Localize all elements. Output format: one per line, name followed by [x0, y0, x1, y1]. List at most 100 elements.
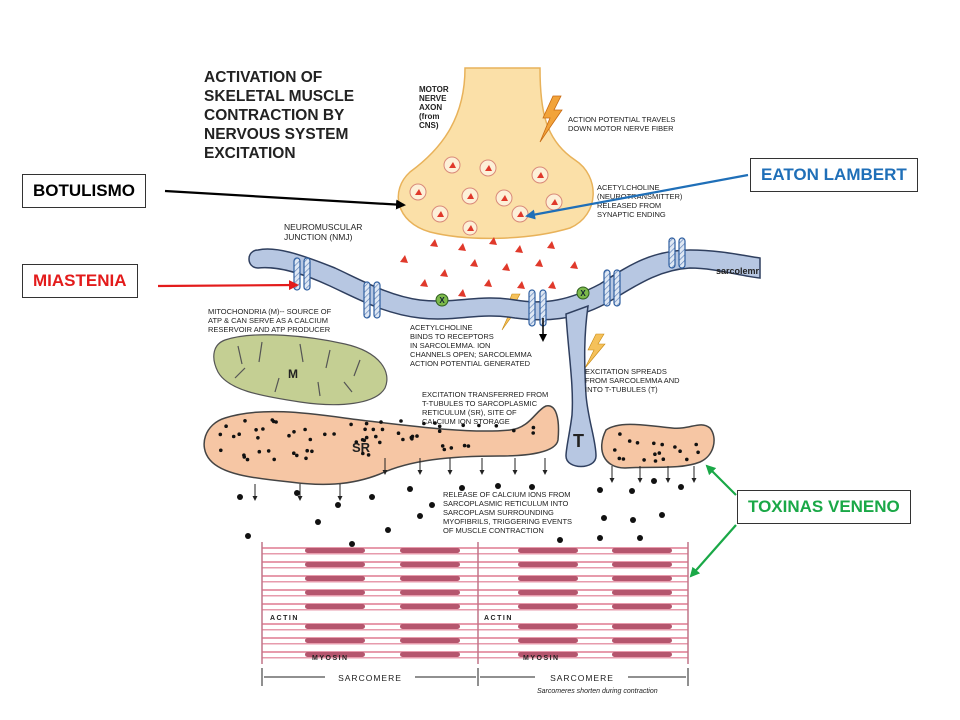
- calcium-ion: [597, 535, 603, 541]
- actin-filament: [262, 547, 688, 549]
- mitochondrion: [213, 334, 388, 406]
- calcium-ion: [369, 494, 375, 500]
- calcium-in-sr: [218, 418, 700, 463]
- eaton-lambert-callout: EATON LAMBERT: [750, 158, 918, 192]
- diagram-title: ACTIVATION OF SKELETAL MUSCLE CONTRACTIO…: [204, 69, 354, 162]
- sarcoplasmic-reticulum-right: [601, 423, 715, 469]
- myosin-filament: [612, 562, 672, 567]
- calcium-ion: [257, 449, 262, 454]
- myosin-filament: [400, 576, 460, 581]
- calcium-ion: [461, 423, 466, 428]
- svg-text:BINDS TO RECEPTORS: BINDS TO RECEPTORS: [410, 332, 494, 341]
- calcium-ion: [349, 541, 355, 547]
- calcium-ion: [304, 456, 308, 461]
- actin-filament: [262, 589, 688, 591]
- sarcomere-scale: [261, 668, 689, 686]
- calcium-ion: [630, 517, 636, 523]
- calcium-ion: [237, 432, 241, 437]
- calcium-ion: [272, 457, 277, 462]
- excitation-spreads-label: EXCITATION SPREADS FROM SARCOLEMMA AND I…: [585, 367, 680, 394]
- mitochondria-label: MITOCHONDRIA (M)-- SOURCE OF ATP & CAN S…: [208, 307, 332, 334]
- myosin-filament: [612, 548, 672, 553]
- myosin-filament: [612, 624, 672, 629]
- release-arrow: [252, 484, 258, 501]
- release-arrow: [609, 466, 615, 483]
- actin-filament: [262, 637, 688, 639]
- calcium-ion: [366, 453, 371, 457]
- calcium-ion: [449, 446, 454, 450]
- release-arrow: [542, 458, 548, 475]
- calcium-ion: [385, 527, 391, 533]
- calcium-ion: [256, 436, 260, 440]
- calcium-ion: [652, 441, 656, 446]
- calcium-ion: [642, 458, 646, 462]
- svg-text:MOTOR: MOTOR: [419, 85, 449, 94]
- svg-text:AXON: AXON: [419, 103, 442, 112]
- calcium-ion: [363, 427, 367, 432]
- calcium-ion: [440, 444, 445, 448]
- svg-text:EXCITATION TRANSFERRED FROM: EXCITATION TRANSFERRED FROM: [422, 390, 548, 399]
- calcium-ion: [512, 428, 516, 433]
- sarcolemma-label: sarcolemr: [716, 266, 760, 276]
- myosin-filament: [518, 624, 578, 629]
- calcium-ion: [245, 457, 250, 462]
- release-arrow: [665, 466, 671, 483]
- calcium-ion: [618, 432, 622, 436]
- calcium-ion: [303, 427, 307, 432]
- lightning-icon: [539, 95, 563, 143]
- actin-filament: [262, 553, 688, 555]
- calcium-ion: [310, 449, 314, 454]
- calcium-ion: [224, 424, 228, 429]
- calcium-ion: [459, 485, 465, 491]
- actin-filament: [262, 595, 688, 597]
- calcium-ion: [429, 502, 435, 508]
- calcium-ion: [678, 484, 684, 490]
- calcium-ion: [422, 421, 426, 426]
- miastenia-callout: MIASTENIA: [22, 264, 138, 298]
- calcium-ion: [292, 451, 296, 456]
- motor-nerve-label: MOTOR NERVE AXON (from CNS): [419, 85, 449, 130]
- release-arrow: [337, 484, 343, 501]
- calcium-ion: [401, 437, 405, 442]
- calcium-ion: [442, 447, 447, 452]
- myofibril: [261, 542, 689, 664]
- calcium-ion: [361, 451, 365, 456]
- sarcomere-note: Sarcomeres shorten during contraction: [537, 688, 658, 695]
- calcium-ion: [694, 442, 698, 447]
- release-arrow: [417, 458, 423, 475]
- actin-filament: [262, 651, 688, 653]
- release-arrow: [691, 466, 697, 483]
- toxinas-veneno-arrow: [689, 524, 737, 578]
- calcium-ion: [660, 442, 664, 447]
- svg-text:X: X: [439, 296, 445, 305]
- title-line: ACTIVATION OF: [204, 69, 322, 86]
- calcium-ion: [661, 457, 666, 462]
- myosin-filament: [305, 604, 365, 609]
- calcium-ion: [495, 483, 501, 489]
- calcium-ion: [360, 438, 365, 442]
- myosin-filament: [400, 590, 460, 595]
- actin-filament: [262, 609, 688, 611]
- calcium-ion: [261, 427, 265, 431]
- myosin-filament: [612, 576, 672, 581]
- svg-text:ACETYLCHOLINE: ACETYLCHOLINE: [410, 323, 473, 332]
- myosin-filament: [612, 652, 672, 657]
- nmj-label: NEUROMUSCULAR JUNCTION (NMJ): [284, 222, 362, 242]
- calcium-ion: [399, 419, 403, 423]
- svg-text:MYOFIBRILS, TRIGGERING EVENTS: MYOFIBRILS, TRIGGERING EVENTS: [443, 517, 572, 526]
- myosin-filament: [305, 638, 365, 643]
- action-potential-label: ACTION POTENTIAL TRAVELS DOWN MOTOR NERV…: [568, 115, 675, 133]
- t-tubule-letter: T: [573, 431, 584, 451]
- svg-text:SYNAPTIC ENDING: SYNAPTIC ENDING: [597, 210, 666, 219]
- myosin-filament: [518, 576, 578, 581]
- acetylcholine-release-label: ACETYLCHOLINE (NEUROTRANSMITTER) RELEASE…: [597, 183, 683, 219]
- svg-text:(NEUROTRANSMITTER): (NEUROTRANSMITTER): [597, 192, 683, 201]
- actin-filament: [262, 657, 688, 659]
- calcium-ion: [292, 430, 296, 434]
- calcium-ion: [685, 457, 689, 462]
- calcium-ion: [378, 440, 382, 445]
- svg-text:T-TUBULES TO SARCOPLASMIC: T-TUBULES TO SARCOPLASMIC: [422, 399, 538, 408]
- calcium-ion: [243, 419, 247, 423]
- myosin-filament: [400, 652, 460, 657]
- ion-channels: [293, 237, 686, 327]
